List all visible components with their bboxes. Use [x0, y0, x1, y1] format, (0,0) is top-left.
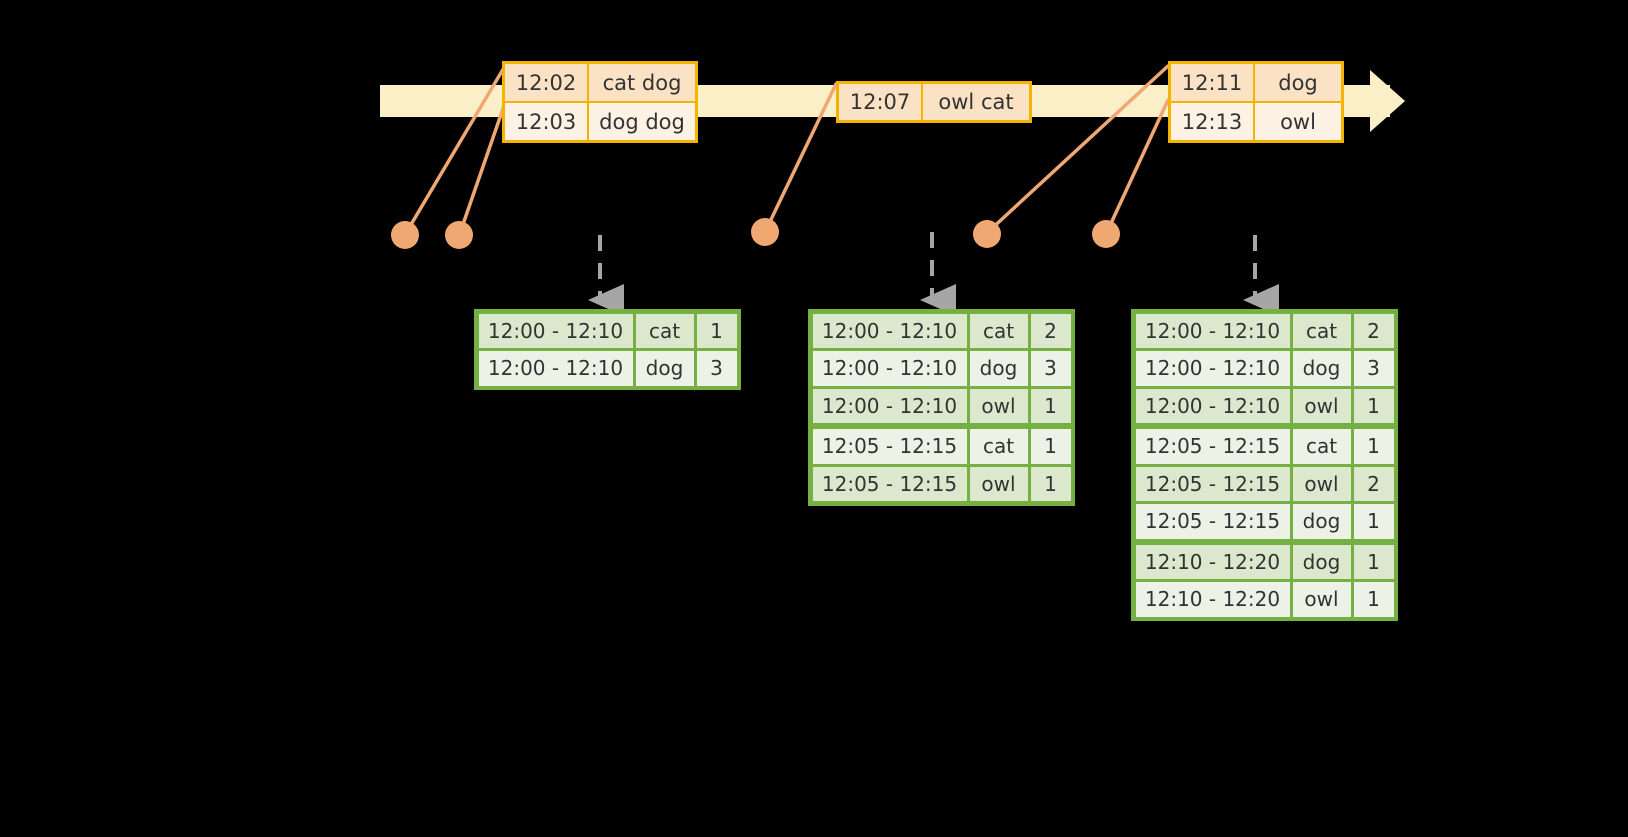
table-cell-window: 12:05 - 12:15: [1135, 466, 1290, 501]
table-cell-count: 1: [1353, 388, 1394, 423]
event-words: dog dog: [589, 103, 695, 140]
table-cell-word: cat: [969, 313, 1028, 348]
table-cell-window: 12:10 - 12:20: [1135, 544, 1290, 579]
event-box-2[interactable]: 12:07 owl cat: [836, 81, 1032, 123]
table-cell-count: 1: [696, 313, 737, 348]
table-group-separator: [1134, 424, 1395, 428]
event-time: 12:03: [505, 103, 589, 140]
marker-12-11-icon: [973, 220, 1001, 248]
marker-12-02-icon: [391, 221, 419, 249]
event-words: dog: [1255, 64, 1341, 101]
table-cell-window: 12:10 - 12:20: [1135, 582, 1290, 617]
table-group-separator: [1134, 540, 1395, 543]
table-cell-word: dog: [635, 351, 694, 386]
marker-12-13-icon: [1092, 220, 1120, 248]
event-row: 12:07 owl cat: [839, 84, 1029, 120]
table-cell-window: 12:00 - 12:10: [812, 351, 967, 386]
table-cell-count: 1: [1353, 582, 1394, 617]
table-cell-window: 12:05 - 12:15: [1135, 429, 1290, 464]
table-group-separator: [811, 424, 1072, 428]
table-cell-count: 1: [1353, 504, 1394, 539]
dashed-arrows: [588, 232, 1279, 316]
table-cell-count: 2: [1030, 313, 1071, 348]
table-cell-window: 12:05 - 12:15: [812, 429, 967, 464]
table-cell-window: 12:00 - 12:10: [1135, 351, 1290, 386]
event-words: cat dog: [589, 64, 695, 101]
event-words: owl: [1255, 103, 1341, 140]
table-cell-word: owl: [1292, 466, 1351, 501]
table-cell-count: 2: [1353, 466, 1394, 501]
table-cell-count: 1: [1030, 466, 1071, 501]
event-row: 12:13 owl: [1171, 101, 1341, 140]
table-cell-word: cat: [1292, 313, 1351, 348]
table-cell-word: cat: [635, 313, 694, 348]
table-cell-window: 12:05 - 12:15: [1135, 504, 1290, 539]
table-cell-window: 12:05 - 12:15: [812, 466, 967, 501]
event-words: owl cat: [923, 84, 1029, 120]
table-cell-window: 12:00 - 12:10: [478, 351, 633, 386]
table-cell-count: 1: [1030, 388, 1071, 423]
table-cell-word: dog: [1292, 504, 1351, 539]
table-cell-window: 12:00 - 12:10: [812, 313, 967, 348]
marker-12-03-icon: [445, 221, 473, 249]
event-time: 12:11: [1171, 64, 1255, 101]
table-cell-word: dog: [1292, 544, 1351, 579]
table-cell-word: owl: [969, 466, 1028, 501]
marker-12-07-icon: [751, 218, 779, 246]
table-cell-count: 1: [1030, 429, 1071, 464]
table-cell-word: owl: [1292, 388, 1351, 423]
table-cell-count: 3: [1030, 351, 1071, 386]
table-cell-word: cat: [969, 429, 1028, 464]
table-cell-word: owl: [969, 388, 1028, 423]
event-row: 12:02 cat dog: [505, 64, 695, 101]
table-cell-word: cat: [1292, 429, 1351, 464]
table-cell-count: 3: [1353, 351, 1394, 386]
event-box-3[interactable]: 12:11 dog 12:13 owl: [1168, 61, 1344, 143]
event-time: 12:13: [1171, 103, 1255, 140]
event-time: 12:02: [505, 64, 589, 101]
table-cell-window: 12:00 - 12:10: [478, 313, 633, 348]
marker-dots: [391, 218, 1120, 249]
table-cell-count: 1: [1353, 429, 1394, 464]
table-cell-window: 12:00 - 12:10: [812, 388, 967, 423]
event-time: 12:07: [839, 84, 923, 120]
event-box-1[interactable]: 12:02 cat dog 12:03 dog dog: [502, 61, 698, 143]
table-cell-word: owl: [1292, 582, 1351, 617]
event-row: 12:11 dog: [1171, 64, 1341, 101]
table-cell-window: 12:00 - 12:10: [1135, 388, 1290, 423]
table-cell-count: 2: [1353, 313, 1394, 348]
table-cell-count: 3: [696, 351, 737, 386]
table-cell-word: dog: [969, 351, 1028, 386]
table-cell-word: dog: [1292, 351, 1351, 386]
table-cell-window: 12:00 - 12:10: [1135, 313, 1290, 348]
event-row: 12:03 dog dog: [505, 101, 695, 140]
table-cell-count: 1: [1353, 544, 1394, 579]
